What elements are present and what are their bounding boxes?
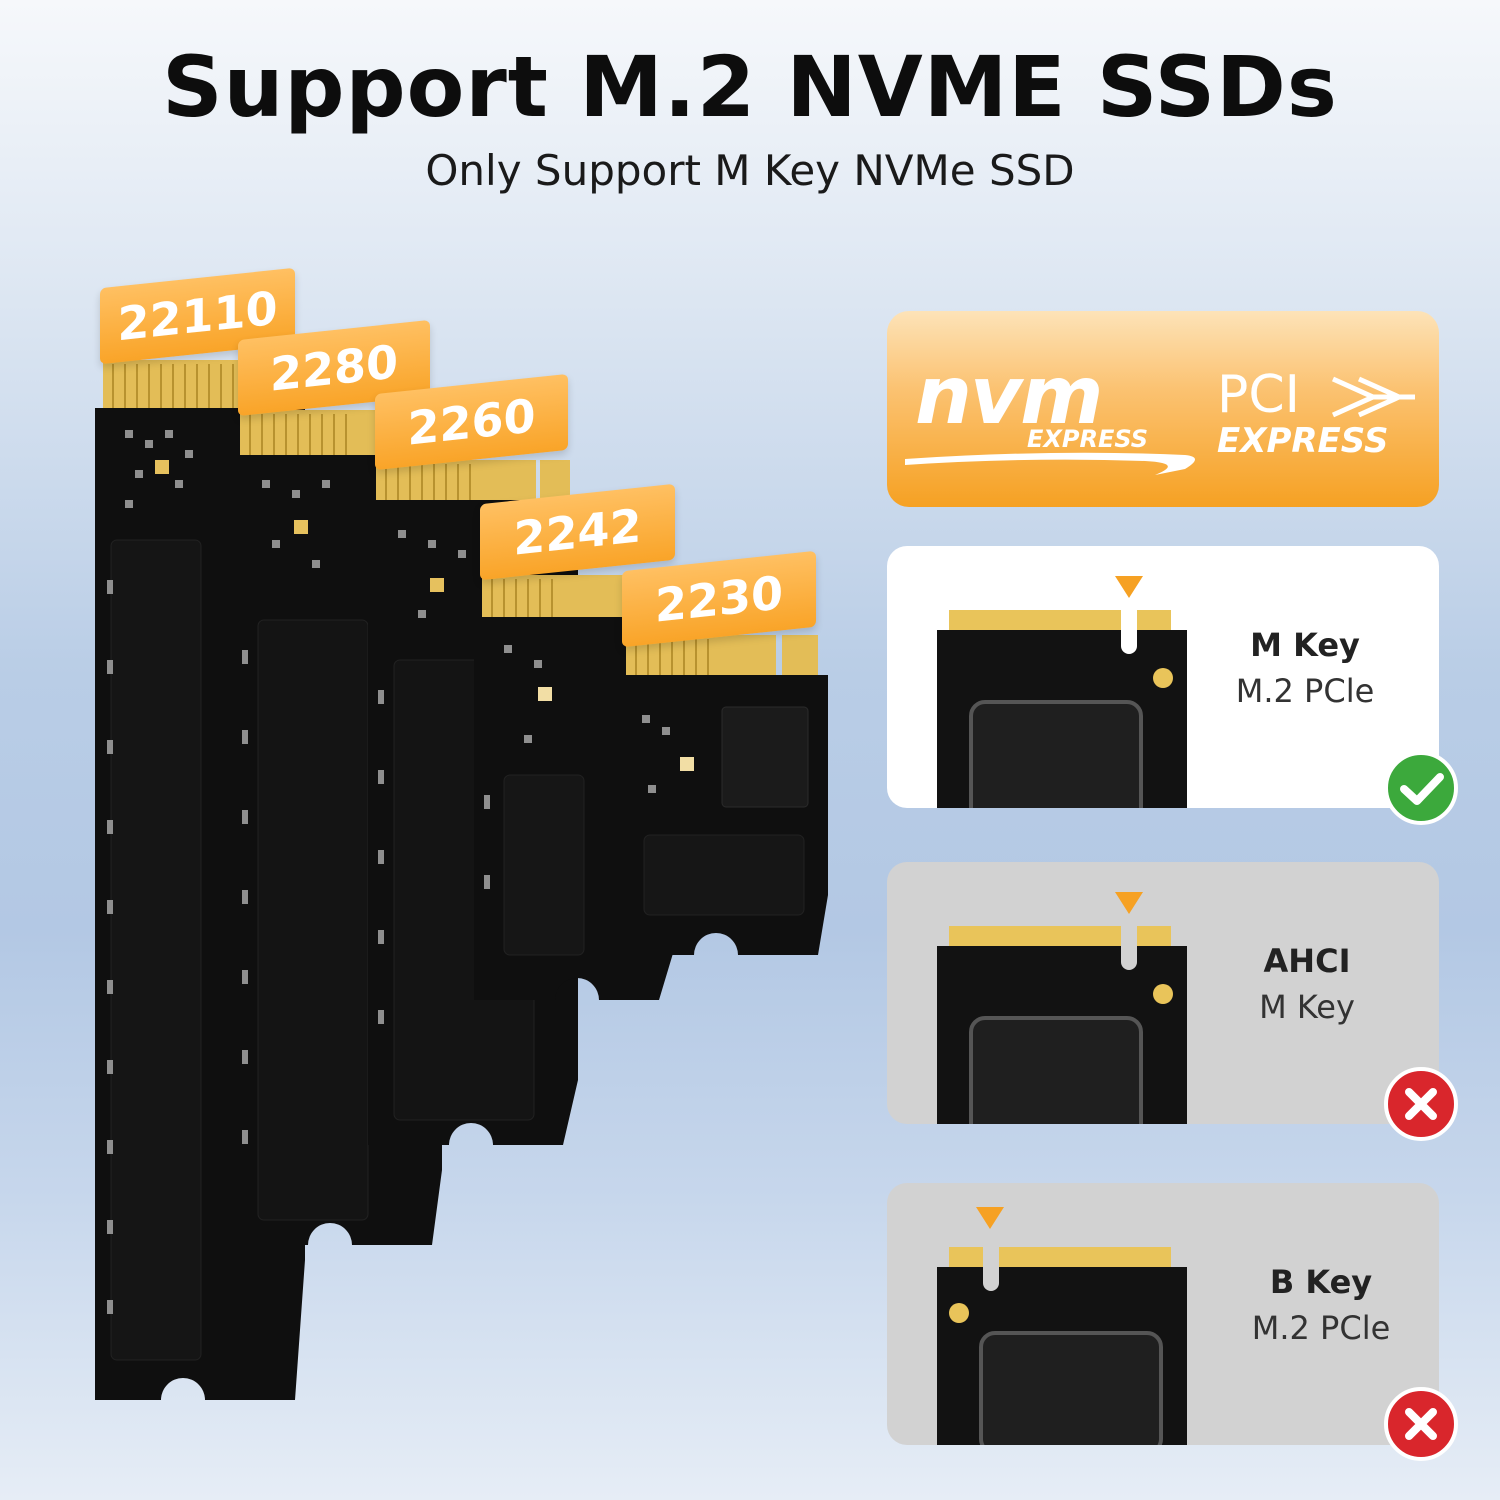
nvm-logo-text: nvm [915, 349, 1103, 442]
supported-check-icon [1384, 751, 1458, 825]
key-notch-marker-icon [1115, 892, 1143, 914]
nvm-logo-subtext: EXPRESS [1027, 425, 1149, 453]
key-name: B Key [1269, 1263, 1373, 1301]
key-card-m-key: M Key M.2 PCle [887, 546, 1439, 808]
page-subtitle: Only Support M Key NVMe SSD [425, 146, 1075, 195]
pci-logo-text: PCI [1217, 365, 1301, 425]
pci-express-logo: PCI EXPRESS [1217, 365, 1415, 461]
ahci-ssd-image [937, 918, 1187, 1124]
m-key-ssd-image [937, 602, 1187, 808]
nvme-pci-express-banner: nvm EXPRESS PCI EXPRESS [887, 311, 1439, 507]
unsupported-cross-icon [1384, 1387, 1458, 1461]
ssd-2230-image [618, 635, 828, 960]
nvm-express-logo: nvm EXPRESS [905, 349, 1195, 475]
key-name: AHCI [1263, 942, 1351, 980]
size-tag-2230: 2230 [622, 550, 816, 648]
swoosh-icon [905, 452, 1195, 475]
key-subtitle: M.2 PCle [1235, 672, 1375, 710]
pci-logo-subtext: EXPRESS [1217, 421, 1389, 461]
unsupported-cross-icon [1384, 1067, 1458, 1141]
key-notch-marker-icon [976, 1207, 1004, 1229]
key-card-b-key: B Key M.2 PCle [887, 1183, 1439, 1445]
key-subtitle: M.2 PCle [1251, 1309, 1391, 1347]
b-key-ssd-image [937, 1239, 1187, 1445]
key-subtitle: M Key [1259, 988, 1355, 1026]
key-card-ahci: AHCI M Key [887, 862, 1439, 1124]
key-notch-marker-icon [1115, 576, 1143, 598]
page-title: Support M.2 NVME SSDs [162, 38, 1338, 136]
key-name: M Key [1250, 626, 1360, 664]
pci-arrow-icon [1331, 376, 1415, 418]
